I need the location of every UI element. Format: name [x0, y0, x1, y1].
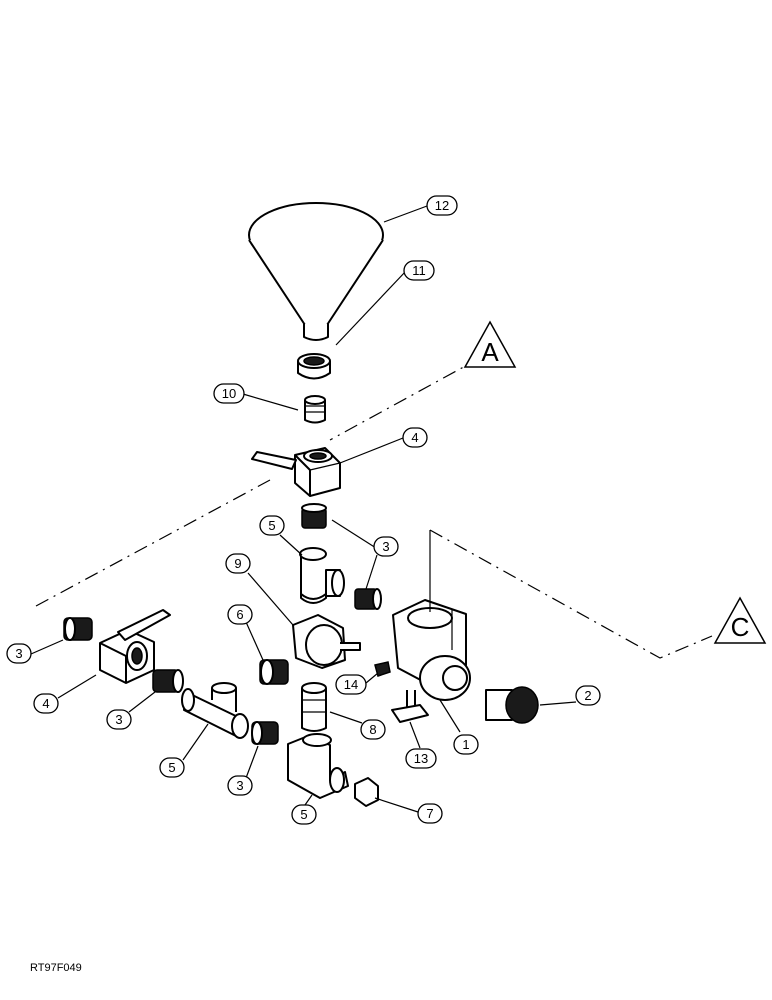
figure-code: RT97F049: [30, 962, 82, 974]
callout-5: 5: [159, 757, 185, 778]
svg-text:8: 8: [369, 722, 376, 737]
callout-5: 5: [291, 804, 317, 825]
ref-marker-a-label: A: [481, 337, 499, 367]
callout-10: 10: [213, 383, 245, 404]
svg-text:5: 5: [300, 807, 307, 822]
ref-line-c: [429, 529, 713, 659]
svg-text:10: 10: [222, 386, 236, 401]
ref-line-a: [35, 479, 271, 607]
callout-7: 7: [417, 803, 443, 824]
pump-icon: [392, 530, 471, 709]
threaded-fitting-icon: [63, 617, 93, 641]
callout-3: 3: [373, 536, 399, 557]
svg-text:2: 2: [584, 688, 591, 703]
callout-9: 9: [225, 553, 251, 574]
callout-11: 11: [403, 260, 435, 281]
svg-text:7: 7: [426, 806, 433, 821]
svg-text:13: 13: [414, 751, 428, 766]
callout-3: 3: [227, 775, 253, 796]
svg-text:3: 3: [15, 646, 22, 661]
hose-nipple-icon: [301, 682, 327, 732]
ref-marker-a: A: [463, 320, 517, 368]
callout-14: 14: [335, 674, 367, 695]
ref-line-a-upper: [329, 357, 481, 441]
threaded-fitting-icon: [152, 669, 184, 693]
ball-valve-icon: [251, 447, 341, 497]
callout-4: 4: [33, 693, 59, 714]
callout-8: 8: [360, 719, 386, 740]
callout-3: 3: [6, 643, 32, 664]
callout-5: 5: [259, 515, 285, 536]
bracket-plate-icon: [391, 704, 429, 723]
callout-6: 6: [227, 604, 253, 625]
svg-text:11: 11: [412, 263, 426, 278]
callout-2: 2: [575, 685, 601, 706]
ref-marker-c: C: [713, 596, 767, 644]
tee-fitting-icon: [299, 547, 345, 604]
callout-3: 3: [106, 709, 132, 730]
leader-lines: [30, 205, 577, 813]
strainer-icon: [292, 614, 361, 669]
hose-nipple-icon: [304, 395, 326, 424]
svg-text:5: 5: [268, 518, 275, 533]
svg-text:14: 14: [344, 677, 358, 692]
svg-text:9: 9: [234, 556, 241, 571]
threaded-fitting-icon: [301, 503, 327, 529]
svg-text:1: 1: [462, 737, 469, 752]
svg-text:3: 3: [382, 539, 389, 554]
threaded-fitting-icon: [354, 588, 382, 610]
threaded-fitting-icon: [259, 659, 289, 685]
small-fitting-icon: [374, 661, 391, 677]
plug-icon: [354, 777, 379, 807]
svg-text:3: 3: [115, 712, 122, 727]
ref-marker-c-label: C: [731, 612, 750, 642]
svg-text:3: 3: [236, 778, 243, 793]
callout-12: 12: [426, 195, 458, 216]
svg-text:6: 6: [236, 607, 243, 622]
callout-4: 4: [402, 427, 428, 448]
svg-text:5: 5: [168, 760, 175, 775]
callout-1: 1: [453, 734, 479, 755]
callout-13: 13: [405, 748, 437, 769]
pump-cover-icon: [485, 686, 539, 724]
tee-fitting-icon: [181, 682, 249, 739]
svg-text:4: 4: [411, 430, 418, 445]
ball-valve-icon: [99, 609, 171, 684]
svg-text:12: 12: [435, 198, 449, 213]
threaded-fitting-icon: [251, 721, 279, 745]
coupling-ring-icon: [297, 353, 331, 380]
funnel-icon: [248, 202, 384, 341]
tee-fitting-icon: [287, 733, 349, 799]
svg-text:4: 4: [42, 696, 49, 711]
